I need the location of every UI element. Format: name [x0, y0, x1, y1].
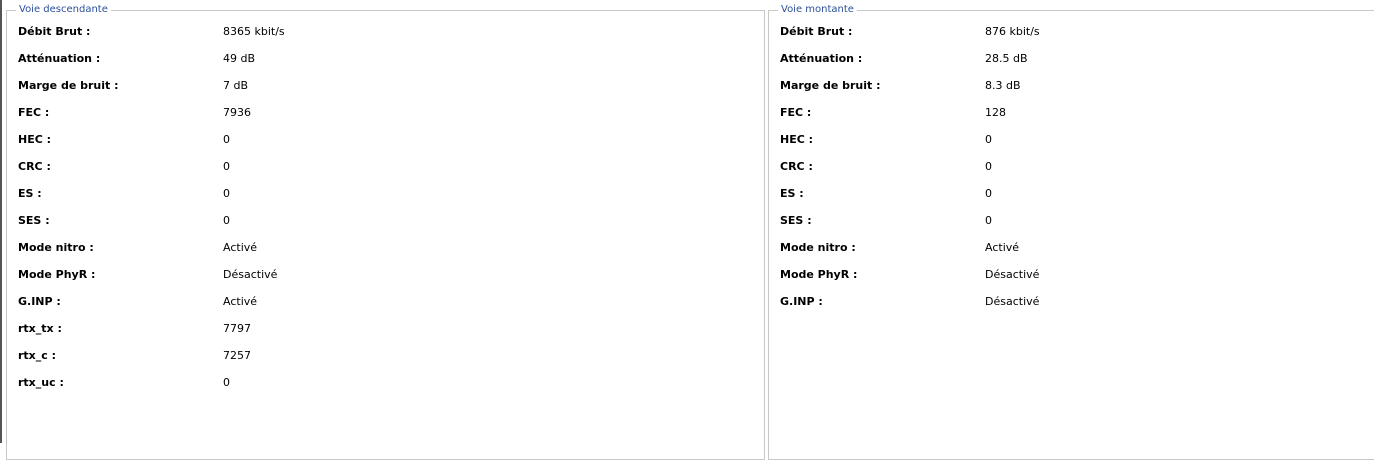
stat-label: Marge de bruit :: [18, 79, 119, 92]
stat-label: G.INP :: [18, 295, 61, 308]
stat-label: FEC :: [18, 106, 50, 119]
stat-row-crc: CRC : 0: [780, 157, 1374, 184]
stat-value: 0: [985, 160, 992, 173]
stat-value: 0: [223, 187, 230, 200]
stat-label: ES :: [18, 187, 42, 200]
stat-value: Désactivé: [985, 268, 1040, 281]
upstream-panel: Voie montante Débit Brut : 876 kbit/s At…: [768, 4, 1374, 460]
stat-label: CRC :: [780, 160, 813, 173]
stat-label: G.INP :: [780, 295, 823, 308]
stat-row-mode-phyr: Mode PhyR : Désactivé: [780, 265, 1374, 292]
stat-value: 49 dB: [223, 52, 256, 65]
stat-label: Débit Brut :: [780, 25, 853, 38]
stat-value: 0: [985, 214, 992, 227]
downstream-panel-title: Voie descendante: [16, 4, 111, 16]
stat-label: Mode nitro :: [780, 241, 856, 254]
stat-label: Débit Brut :: [18, 25, 91, 38]
stat-row-attenuation: Atténuation : 28.5 dB: [780, 49, 1374, 76]
stat-label: FEC :: [780, 106, 812, 119]
stat-label: Mode nitro :: [18, 241, 94, 254]
stat-row-crc: CRC : 0: [18, 157, 718, 184]
stat-value: 128: [985, 106, 1006, 119]
stat-value: Activé: [223, 295, 258, 308]
stat-value: 7936: [223, 106, 251, 119]
stat-value: 7797: [223, 322, 251, 335]
stat-row-debit-brut: Débit Brut : 8365 kbit/s: [18, 22, 718, 49]
stat-label: Marge de bruit :: [780, 79, 881, 92]
stat-label: Mode PhyR :: [18, 268, 96, 281]
stat-row-mode-nitro: Mode nitro : Activé: [780, 238, 1374, 265]
stat-label: HEC :: [780, 133, 814, 146]
stat-row-mode-nitro: Mode nitro : Activé: [18, 238, 718, 265]
stat-row-attenuation: Atténuation : 49 dB: [18, 49, 718, 76]
stat-row-g-inp: G.INP : Activé: [18, 292, 718, 319]
stat-value: 0: [223, 214, 230, 227]
stat-label: SES :: [780, 214, 812, 227]
stat-value: 0: [223, 160, 230, 173]
stat-label: ES :: [780, 187, 804, 200]
stat-row-es: ES : 0: [18, 184, 718, 211]
stat-value: Activé: [223, 241, 258, 254]
stat-value: 0: [985, 187, 992, 200]
stat-value: 0: [223, 376, 230, 389]
stat-row-rtx-uc: rtx_uc : 0: [18, 373, 718, 400]
stat-row-mode-phyr: Mode PhyR : Désactivé: [18, 265, 718, 292]
stat-value: 8.3 dB: [985, 79, 1021, 92]
stat-row-fec: FEC : 128: [780, 103, 1374, 130]
stat-value: 0: [985, 133, 992, 146]
stat-value: 7 dB: [223, 79, 249, 92]
downstream-panel: Voie descendante Débit Brut : 8365 kbit/…: [6, 4, 765, 460]
stat-row-ses: SES : 0: [780, 211, 1374, 238]
stat-value: 876 kbit/s: [985, 25, 1040, 38]
stat-value: Désactivé: [985, 295, 1040, 308]
stat-row-rtx-c: rtx_c : 7257: [18, 346, 718, 373]
stat-label: Atténuation :: [780, 52, 863, 65]
stat-value: Activé: [985, 241, 1020, 254]
stat-value: 8365 kbit/s: [223, 25, 285, 38]
stat-label: rtx_c :: [18, 349, 57, 362]
downstream-stats-list: Débit Brut : 8365 kbit/s Atténuation : 4…: [18, 22, 718, 400]
stat-value: 0: [223, 133, 230, 146]
upstream-panel-title: Voie montante: [778, 4, 857, 16]
stat-label: SES :: [18, 214, 50, 227]
upstream-stats-list: Débit Brut : 876 kbit/s Atténuation : 28…: [780, 22, 1374, 319]
stat-row-marge-de-bruit: Marge de bruit : 8.3 dB: [780, 76, 1374, 103]
stat-label: rtx_tx :: [18, 322, 62, 335]
stat-row-debit-brut: Débit Brut : 876 kbit/s: [780, 22, 1374, 49]
stat-label: Atténuation :: [18, 52, 101, 65]
stat-value: 28.5 dB: [985, 52, 1028, 65]
stat-row-hec: HEC : 0: [780, 130, 1374, 157]
stat-row-rtx-tx: rtx_tx : 7797: [18, 319, 718, 346]
stat-row-es: ES : 0: [780, 184, 1374, 211]
stat-row-fec: FEC : 7936: [18, 103, 718, 130]
stat-label: HEC :: [18, 133, 52, 146]
stat-label: rtx_uc :: [18, 376, 64, 389]
stat-row-ses: SES : 0: [18, 211, 718, 238]
stat-label: Mode PhyR :: [780, 268, 858, 281]
stat-row-hec: HEC : 0: [18, 130, 718, 157]
stat-value: 7257: [223, 349, 251, 362]
stat-value: Désactivé: [223, 268, 278, 281]
stat-row-marge-de-bruit: Marge de bruit : 7 dB: [18, 76, 718, 103]
stat-label: CRC :: [18, 160, 51, 173]
stat-row-g-inp: G.INP : Désactivé: [780, 292, 1374, 319]
